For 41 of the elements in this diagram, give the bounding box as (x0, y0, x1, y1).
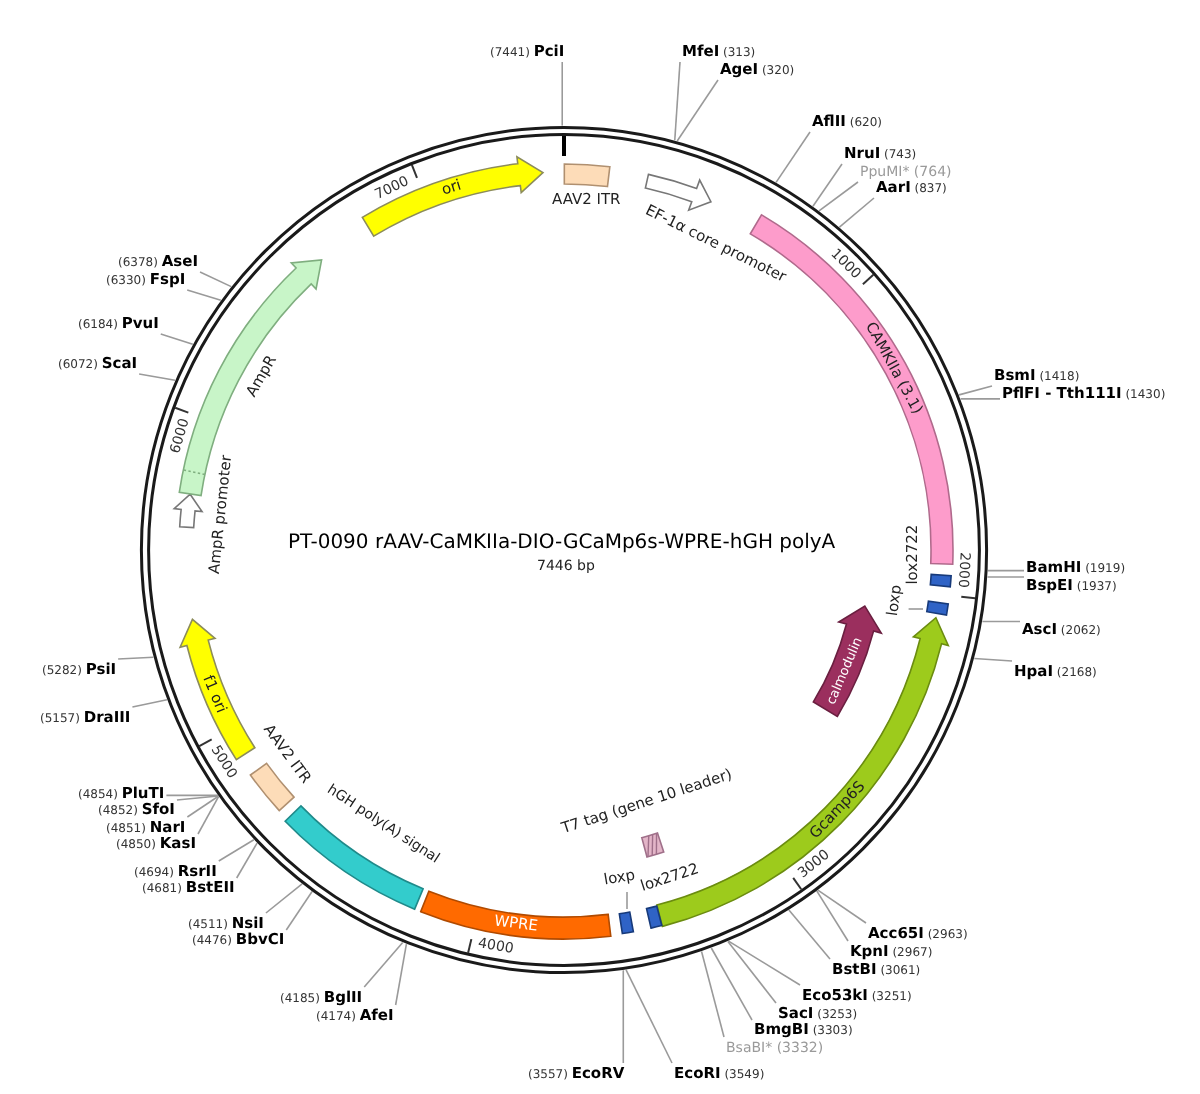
leader-line (727, 940, 801, 986)
map-title: PT-0090 rAAV-CaMKIIa-DIO-GCaMp6s-WPRE-hGH polyA (288, 532, 836, 556)
leader-line (817, 889, 867, 924)
leader-line (131, 699, 168, 708)
leader-line (788, 909, 831, 960)
leader-line (818, 181, 859, 212)
leader-line (676, 79, 719, 142)
leader-line (117, 656, 155, 660)
leader-line (363, 941, 404, 988)
leader-line (218, 838, 255, 862)
leader-line (186, 289, 222, 302)
leader-line (622, 969, 625, 1064)
leader-line (959, 398, 1001, 400)
leader-line (176, 795, 219, 801)
leader-line (186, 795, 220, 818)
leader-line (197, 795, 220, 835)
leader-line (673, 61, 681, 142)
leader-line (973, 657, 1013, 662)
leader-line (285, 890, 313, 931)
leader-line (159, 333, 194, 346)
leader-line (815, 890, 849, 942)
leader-line (775, 131, 811, 184)
leader-line (700, 950, 725, 1038)
leader-line (710, 947, 753, 1021)
leader-line (561, 61, 563, 127)
leader-line (986, 576, 1025, 578)
leader-line (958, 385, 993, 396)
leader-line (625, 969, 673, 1064)
leader-line (199, 271, 232, 288)
leader-line (981, 620, 1021, 623)
leader-line (626, 891, 628, 910)
leader-line (727, 940, 777, 1004)
leader-line (812, 163, 843, 208)
leader-line (838, 197, 875, 228)
leader-line (235, 842, 258, 879)
leader-line (265, 883, 303, 914)
leader-line (987, 569, 1025, 572)
leader-line (138, 373, 176, 382)
leader-line (165, 794, 219, 797)
leader-line (394, 943, 408, 1006)
leader-line (907, 608, 924, 610)
